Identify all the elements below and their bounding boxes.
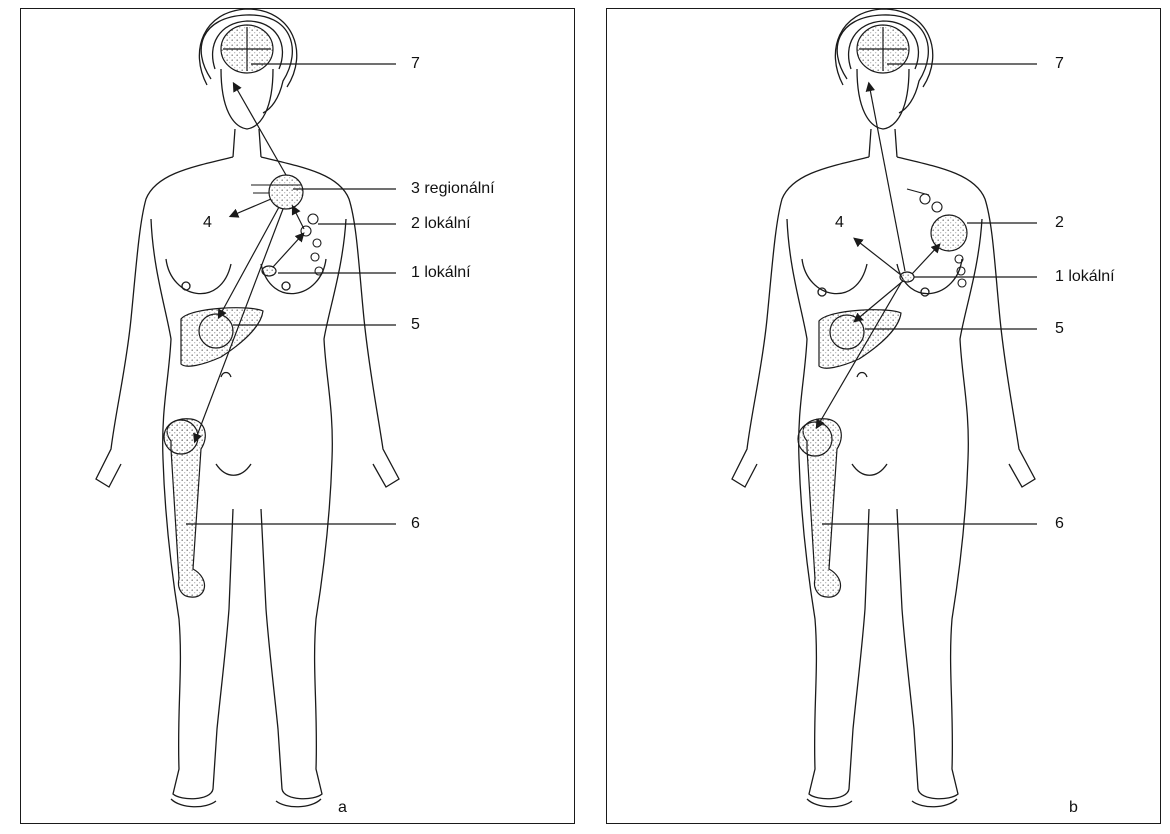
label-axillary: 2: [1055, 214, 1064, 232]
primary-tumor: [262, 266, 276, 276]
panel-letter-b: b: [1069, 799, 1078, 817]
label-local-1: 1 lokální: [1055, 268, 1115, 286]
brain-metastasis: [221, 25, 273, 73]
label-distant: 4: [835, 214, 844, 232]
label-brain: 7: [411, 55, 420, 73]
figure-a: [21, 9, 575, 824]
label-regional: 3 regionální: [411, 180, 495, 198]
figure-b: [607, 9, 1161, 824]
label-brain: 7: [1055, 55, 1064, 73]
label-local-1: 1 lokální: [411, 264, 471, 282]
label-bone: 6: [1055, 515, 1064, 533]
axillary-node-metastasis: [931, 215, 967, 251]
label-distant: 4: [203, 214, 212, 232]
label-bone: 6: [411, 515, 420, 533]
label-liver: 5: [411, 316, 420, 334]
panel-letter-a: a: [338, 799, 347, 817]
brain-metastasis: [857, 25, 909, 73]
panel-a: 7 3 regionální 2 lokální 1 lokální 5 6 4…: [20, 8, 575, 824]
female-body-outline: [732, 9, 1035, 807]
panel-b: 7 2 1 lokální 5 6 4 b: [606, 8, 1161, 824]
liver-metastasis: [819, 310, 901, 368]
femur-metastasis: [798, 419, 841, 597]
regional-node-metastasis: [269, 175, 303, 209]
metastasis-arrows: [195, 84, 304, 441]
label-liver: 5: [1055, 320, 1064, 338]
femur-metastasis: [164, 419, 205, 597]
female-body-outline: [96, 9, 399, 807]
label-local-2: 2 lokální: [411, 215, 471, 233]
liver-metastasis: [181, 308, 263, 366]
metastasis-arrows: [817, 84, 939, 427]
